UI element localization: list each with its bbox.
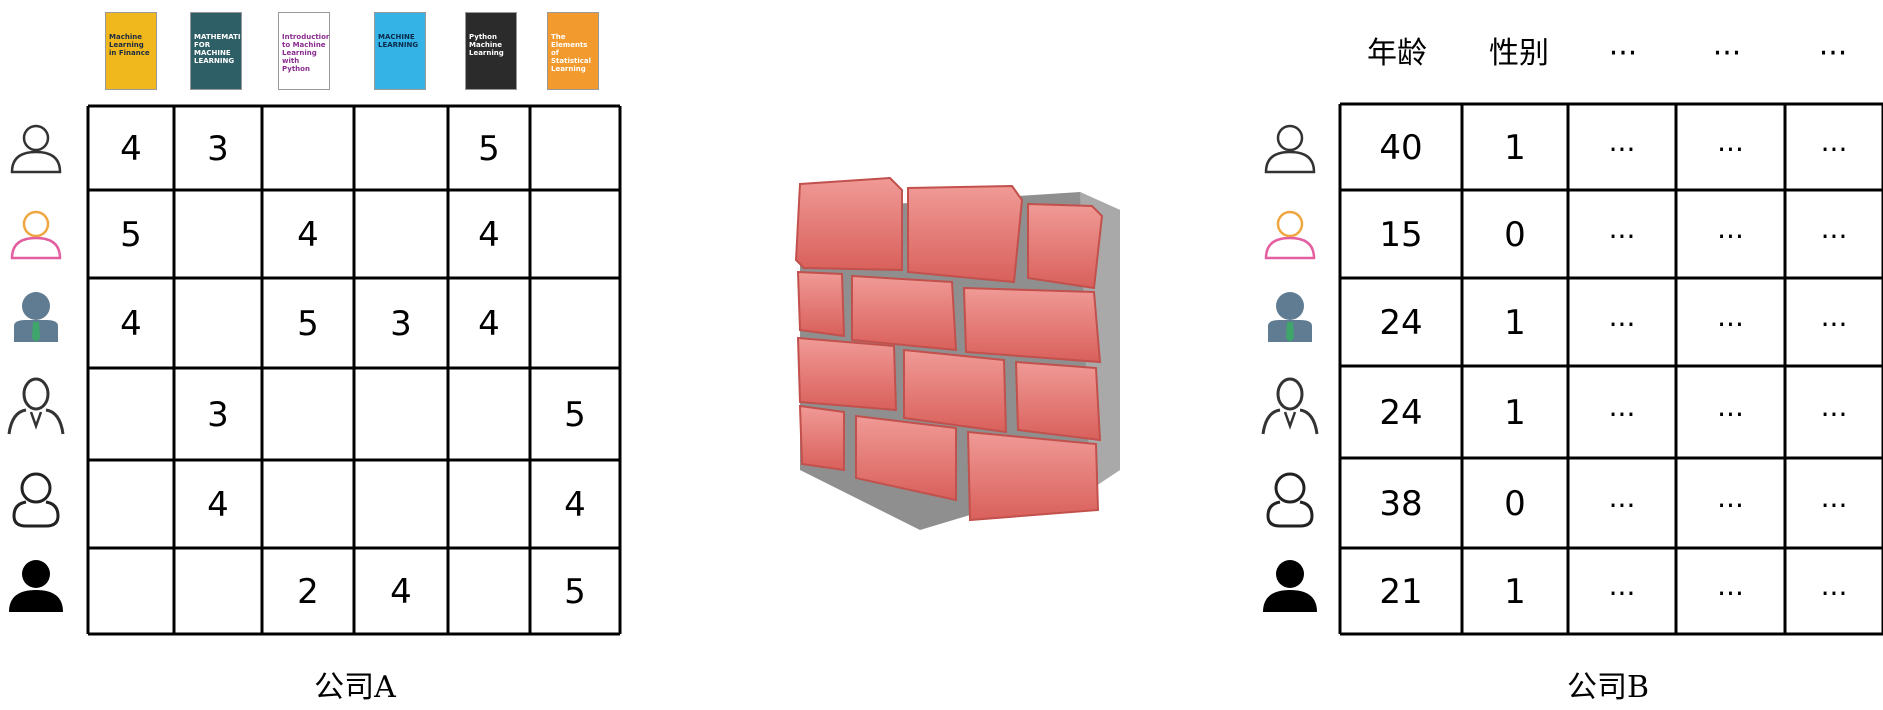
user-gradient-icon (10, 210, 62, 260)
age-value: 24 (1379, 303, 1422, 343)
rating-value: 5 (564, 395, 586, 435)
ellipsis-value: ··· (1609, 308, 1636, 341)
user-gradient-icon (1264, 210, 1316, 260)
rating-value: 4 (564, 485, 586, 525)
book-cover: Python Machine Learning (465, 12, 517, 90)
gender-value: 1 (1504, 128, 1526, 168)
gender-value: 0 (1504, 215, 1526, 255)
rating-value: 4 (207, 485, 229, 525)
rating-value: 5 (297, 304, 319, 344)
rating-value: 3 (207, 395, 229, 435)
ellipsis-value: ··· (1821, 220, 1848, 253)
rating-value: 5 (120, 215, 142, 255)
ellipsis-value: ··· (1609, 133, 1636, 166)
ellipsis-value: ··· (1717, 489, 1744, 522)
age-value: 38 (1379, 484, 1422, 524)
gender-value: 0 (1504, 484, 1526, 524)
ellipsis-value: ··· (1821, 308, 1848, 341)
user-round-outline-icon (12, 472, 60, 528)
ellipsis-value: ··· (1821, 133, 1848, 166)
book-cover: Introduction to Machine Learning with Py… (278, 12, 330, 90)
rating-value: 4 (297, 215, 319, 255)
age-value: 40 (1379, 128, 1422, 168)
rating-value: 5 (564, 572, 586, 612)
ellipsis-value: ··· (1609, 398, 1636, 431)
rating-value: 3 (207, 129, 229, 169)
rating-value: 4 (120, 304, 142, 344)
book-cover: MACHINE LEARNING (374, 12, 426, 90)
gender-value: 1 (1504, 572, 1526, 612)
ellipsis-value: ··· (1609, 489, 1636, 522)
age-value: 21 (1379, 572, 1422, 612)
rating-value: 4 (478, 304, 500, 344)
user-round-outline-icon (1266, 472, 1314, 528)
user-tie-outline-icon (1261, 377, 1319, 435)
ellipsis-value: ··· (1717, 133, 1744, 166)
column-header-age: 年龄 (1367, 36, 1427, 71)
user-solid-icon (9, 560, 63, 612)
rating-value: 3 (390, 304, 412, 344)
age-value: 15 (1379, 215, 1422, 255)
user-outline-icon (10, 124, 62, 174)
ellipsis-value: ··· (1821, 489, 1848, 522)
ellipsis-value: ··· (1717, 220, 1744, 253)
ellipsis-value: ··· (1609, 577, 1636, 610)
gender-value: 1 (1504, 393, 1526, 433)
ellipsis-value: ··· (1717, 398, 1744, 431)
book-cover: The Elements of Statistical Learning (547, 12, 599, 90)
ellipsis-value: ··· (1717, 577, 1744, 610)
company-a-label: 公司A (314, 670, 396, 705)
company-b-feature-table: 40 1 ··· ··· ··· 15 0 ··· ··· ··· 24 1 ··· ··· ··· 24 1 ·… (1338, 102, 1883, 636)
rating-value: 4 (120, 129, 142, 169)
user-solid-icon (1263, 560, 1317, 612)
user-icons-right (1261, 124, 1319, 612)
gender-value: 1 (1504, 303, 1526, 343)
ellipsis-value: ··· (1609, 220, 1636, 253)
company-a-rating-matrix: 4 3 5 5 4 4 4 5 3 4 3 5 4 4 2 4 5 (86, 104, 622, 636)
brick-wall-icon (794, 176, 1120, 530)
user-icons-left (7, 124, 65, 612)
ellipsis-value: ··· (1717, 308, 1744, 341)
column-header-gender: 性别 (1489, 36, 1549, 71)
user-outline-icon (1264, 124, 1316, 174)
user-tie-outline-icon (7, 377, 65, 435)
book-cover: MATHEMATICS FOR MACHINE LEARNING (190, 12, 242, 90)
company-b-label: 公司B (1566, 670, 1650, 705)
rating-value: 4 (390, 572, 412, 612)
ellipsis-value: ··· (1821, 398, 1848, 431)
book-cover: Machine Learning in Finance (105, 12, 157, 90)
ellipsis-value: ··· (1821, 577, 1848, 610)
businessman-icon (1268, 292, 1312, 342)
column-header-ellipsis: ··· (1818, 36, 1848, 71)
businessman-icon (14, 292, 58, 342)
column-header-ellipsis: ··· (1712, 36, 1742, 71)
rating-value: 4 (478, 215, 500, 255)
age-value: 24 (1379, 393, 1422, 433)
column-header-ellipsis: ··· (1608, 36, 1638, 71)
rating-value: 2 (297, 572, 319, 612)
rating-value: 5 (478, 129, 500, 169)
